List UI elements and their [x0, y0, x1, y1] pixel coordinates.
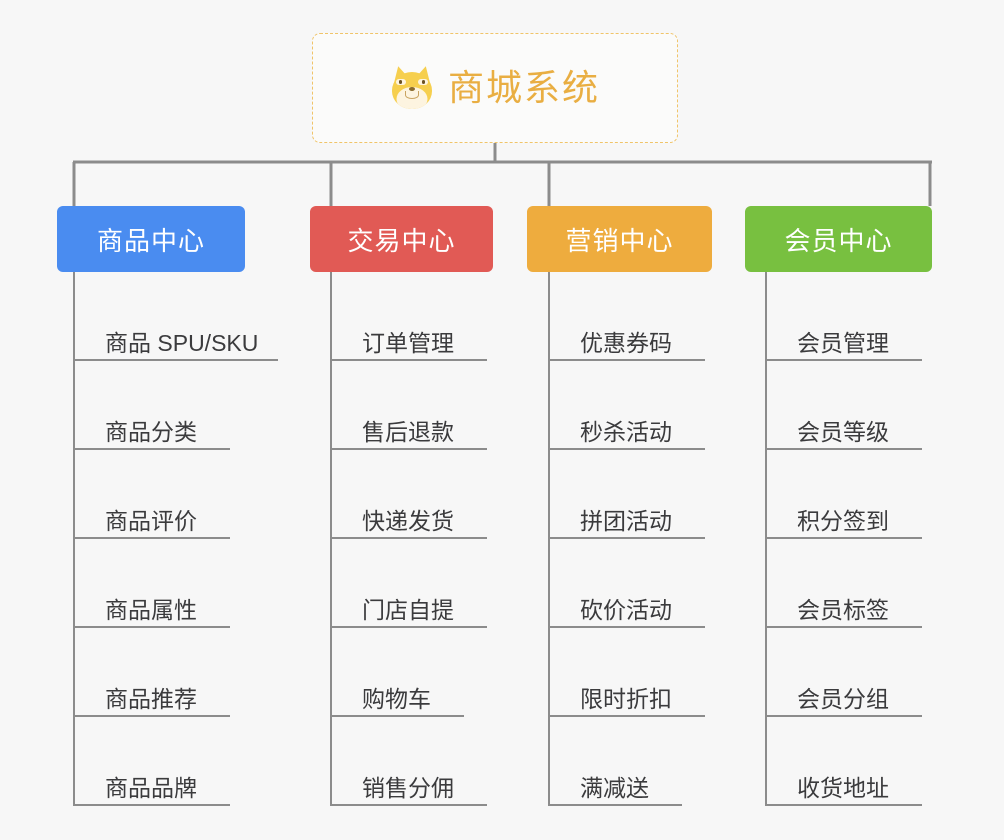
leaf-item[interactable]: 商品属性 [73, 539, 230, 628]
leaf-label: 秒杀活动 [580, 418, 672, 445]
leaf-item[interactable]: 收货地址 [765, 717, 922, 806]
leaf-label: 商品 SPU/SKU [105, 329, 259, 356]
branch-spine-2 [548, 272, 550, 806]
leaf-item[interactable]: 会员分组 [765, 628, 922, 717]
leaf-item[interactable]: 秒杀活动 [548, 361, 705, 450]
category-label-2: 营销中心 [565, 225, 674, 256]
leaf-label: 收货地址 [797, 774, 889, 801]
leaf-label: 快递发货 [362, 507, 454, 534]
leaf-label: 商品分类 [105, 418, 197, 445]
leaf-item[interactable]: 满减送 [548, 717, 682, 806]
leaf-label: 限时折扣 [580, 685, 672, 712]
leaf-label: 订单管理 [362, 329, 454, 356]
branch-list-3: 会员管理 会员等级 积分签到 会员标签 会员分组 收货地址 [765, 272, 922, 806]
branch-list-1: 订单管理 售后退款 快递发货 门店自提 购物车 销售分佣 [330, 272, 487, 806]
leaf-item[interactable]: 销售分佣 [330, 717, 487, 806]
leaf-item[interactable]: 商品分类 [73, 361, 230, 450]
leaf-label: 商品品牌 [105, 774, 197, 801]
leaf-label: 会员管理 [797, 329, 889, 356]
leaf-label: 拼团活动 [580, 507, 672, 534]
leaf-label: 会员标签 [797, 596, 889, 623]
leaf-label: 商品属性 [105, 596, 197, 623]
leaf-item[interactable]: 售后退款 [330, 361, 487, 450]
branch-spine-0 [73, 272, 75, 806]
category-header-3[interactable]: 会员中心 [745, 206, 932, 272]
category-header-1[interactable]: 交易中心 [310, 206, 493, 272]
branch-spine-3 [765, 272, 767, 806]
leaf-item[interactable]: 限时折扣 [548, 628, 705, 717]
leaf-label: 门店自提 [362, 596, 454, 623]
branch-spine-1 [330, 272, 332, 806]
leaf-item[interactable]: 会员等级 [765, 361, 922, 450]
leaf-item[interactable]: 商品评价 [73, 450, 230, 539]
category-header-2[interactable]: 营销中心 [527, 206, 712, 272]
leaf-item[interactable]: 砍价活动 [548, 539, 705, 628]
category-label-1: 交易中心 [347, 225, 456, 256]
leaf-item[interactable]: 门店自提 [330, 539, 487, 628]
leaf-label: 会员等级 [797, 418, 889, 445]
leaf-item[interactable]: 商品推荐 [73, 628, 230, 717]
branch-list-0: 商品 SPU/SKU 商品分类 商品评价 商品属性 商品推荐 商品品牌 [73, 272, 278, 806]
leaf-label: 砍价活动 [580, 596, 672, 623]
leaf-item[interactable]: 商品 SPU/SKU [73, 272, 278, 361]
leaf-label: 满减送 [580, 774, 649, 801]
leaf-item[interactable]: 拼团活动 [548, 450, 705, 539]
leaf-item[interactable]: 购物车 [330, 628, 464, 717]
leaf-label: 积分签到 [797, 507, 889, 534]
category-label-3: 会员中心 [784, 225, 893, 256]
leaf-label: 售后退款 [362, 418, 454, 445]
leaf-item[interactable]: 会员标签 [765, 539, 922, 628]
leaf-label: 会员分组 [797, 685, 889, 712]
leaf-label: 购物车 [362, 685, 431, 712]
root-node[interactable]: 商城系统 [312, 33, 678, 143]
leaf-item[interactable]: 优惠券码 [548, 272, 705, 361]
leaf-label: 优惠券码 [580, 329, 672, 356]
shiba-dog-face-icon [390, 64, 434, 110]
leaf-label: 销售分佣 [362, 774, 454, 801]
leaf-label: 商品推荐 [105, 685, 197, 712]
leaf-item[interactable]: 订单管理 [330, 272, 487, 361]
branch-list-2: 优惠券码 秒杀活动 拼团活动 砍价活动 限时折扣 满减送 [548, 272, 705, 806]
leaf-item[interactable]: 会员管理 [765, 272, 922, 361]
leaf-item[interactable]: 积分签到 [765, 450, 922, 539]
root-title: 商城系统 [447, 67, 600, 108]
category-label-0: 商品中心 [96, 225, 205, 256]
leaf-item[interactable]: 快递发货 [330, 450, 487, 539]
category-header-0[interactable]: 商品中心 [57, 206, 245, 272]
leaf-item[interactable]: 商品品牌 [73, 717, 230, 806]
leaf-label: 商品评价 [105, 507, 197, 534]
